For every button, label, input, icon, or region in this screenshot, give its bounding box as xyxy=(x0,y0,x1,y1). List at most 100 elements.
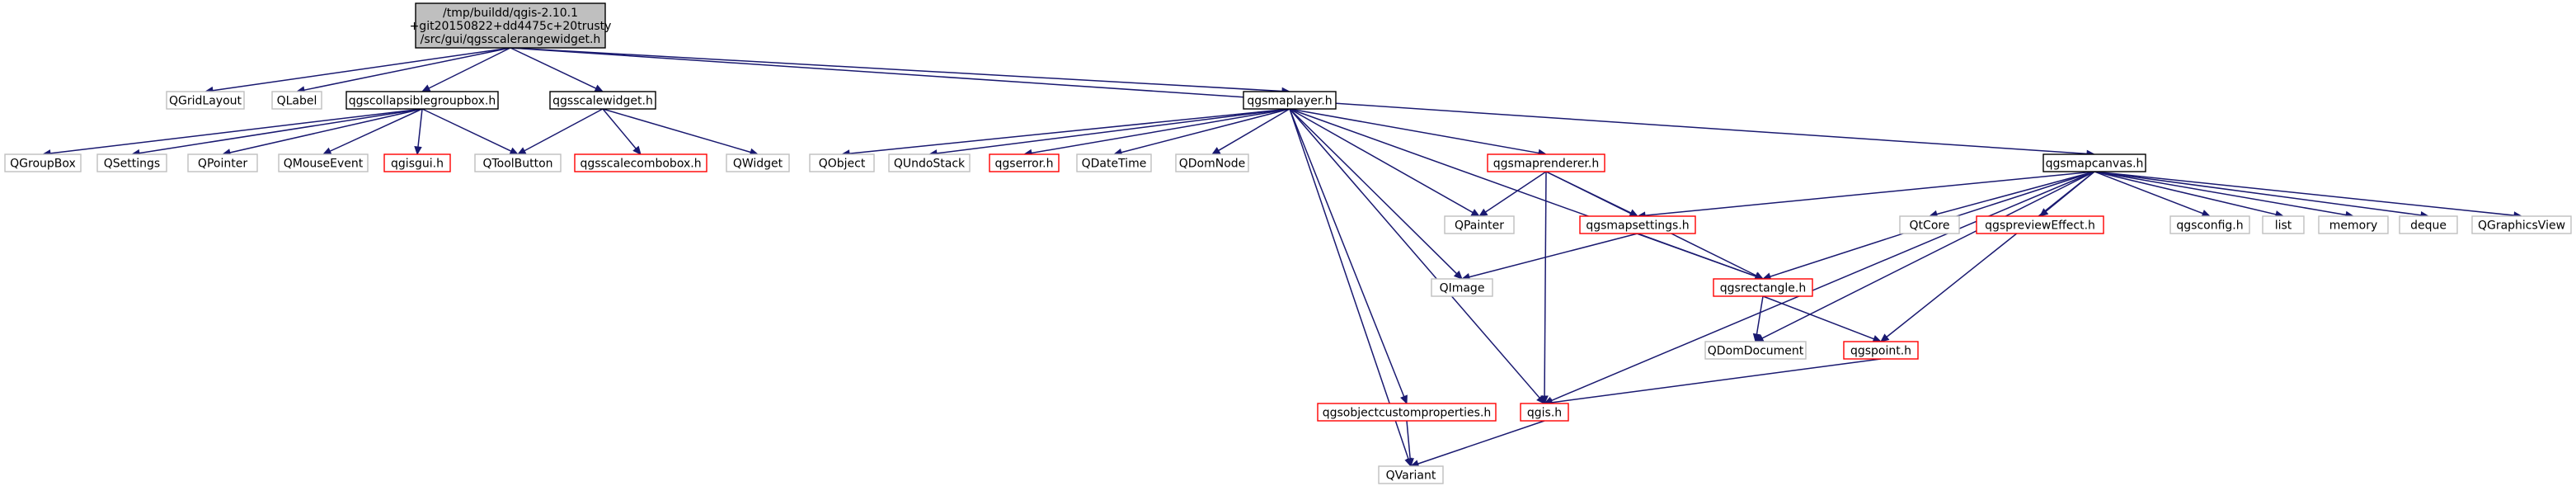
node-label: QVariant xyxy=(1386,469,1436,483)
edge-qgis-to-QVariant xyxy=(1409,420,1545,468)
node-label: QImage xyxy=(1440,282,1485,295)
node-box xyxy=(1076,153,1152,172)
node-label: qgsconfig.h xyxy=(2176,219,2243,233)
node-QPainter: QPainter xyxy=(1444,215,1515,234)
edge-line xyxy=(2094,171,2347,216)
node-QGridLayout: QGridLayout xyxy=(166,91,245,110)
node-box xyxy=(2318,215,2389,234)
node-label: /src/gui/qgsscalerangewidget.h xyxy=(421,33,601,46)
node-QMouseEvent: QMouseEvent xyxy=(278,153,369,172)
edge-qgsmapcanvas-to-qgspreviewEffect xyxy=(2039,171,2095,217)
node-box xyxy=(1243,91,1337,110)
edge-line xyxy=(1289,108,1409,460)
node-label: QGridLayout xyxy=(169,95,242,108)
edge-qgsmapcanvas-to-QtCore xyxy=(1928,171,2095,219)
edge-arrowhead xyxy=(1752,333,1761,343)
edge-line xyxy=(1121,108,1290,153)
edge-line xyxy=(417,108,423,148)
node-QImage: QImage xyxy=(1431,278,1493,297)
node-box xyxy=(1579,215,1696,234)
node-box xyxy=(1431,278,1493,297)
node-qgsmapcanvas[interactable]: qgsmapcanvas.h xyxy=(2042,153,2146,172)
node-box xyxy=(2399,215,2458,234)
node-label: qgspreviewEffect.h xyxy=(1985,219,2095,233)
edge-line xyxy=(2094,171,2203,215)
edge-qgsmaplayer-to-QImage xyxy=(1289,108,1463,280)
edge-qgsmaplayer-to-qgis xyxy=(1289,108,1545,404)
edge-root-to-qgsscalewidget xyxy=(510,47,604,92)
edge-qgsmaprenderer-to-QPainter xyxy=(1478,171,1547,217)
edge-line xyxy=(1761,171,2095,339)
edge-qgsmapcanvas-to-QGraphicsView xyxy=(2094,171,2523,219)
node-list: list xyxy=(2262,215,2305,234)
node-QUndoStack: QUndoStack xyxy=(888,153,971,172)
edge-line xyxy=(1551,171,2095,402)
node-qgsscalecombobox[interactable]: qgsscalecombobox.h xyxy=(574,153,707,172)
edge-qgsmaplayer-to-qgsmaprenderer xyxy=(1289,108,1548,158)
edge-qgsmaplayer-to-QObject xyxy=(840,108,1290,158)
node-QWidget: QWidget xyxy=(726,153,790,172)
node-qgscollapsiblegroupbox[interactable]: qgscollapsiblegroupbox.h xyxy=(346,91,499,110)
edge-qgsobjectcustomproperties-to-QVariant xyxy=(1406,420,1414,468)
node-QToolButton: QToolButton xyxy=(474,153,562,172)
node-box xyxy=(989,153,1060,172)
node-root[interactable]: /tmp/buildd/qgis-2.10.1+git20150822+dd44… xyxy=(410,2,612,49)
edge-qgsscalewidget-to-QWidget xyxy=(602,108,759,156)
edge-line xyxy=(602,108,637,149)
node-box xyxy=(474,153,562,172)
edge-line xyxy=(139,108,423,154)
edge-qgsscalewidget-to-QToolButton xyxy=(516,108,604,155)
edge-line xyxy=(1289,108,1474,214)
node-qgsscalewidget[interactable]: qgsscalewidget.h xyxy=(549,91,656,110)
edge-line xyxy=(1417,420,1545,465)
node-box xyxy=(166,91,245,110)
edge-line xyxy=(1637,233,1756,277)
node-label: +git20150822+dd4475c+20trusty xyxy=(410,20,612,33)
node-QGroupBox: QGroupBox xyxy=(4,153,82,172)
edge-line xyxy=(1289,108,1405,397)
node-qgis[interactable]: qgis.h xyxy=(1520,403,1569,422)
node-box xyxy=(1843,341,1919,360)
node-qgspoint[interactable]: qgspoint.h xyxy=(1843,341,1919,360)
node-label: deque xyxy=(2410,219,2447,233)
node-box xyxy=(346,91,499,110)
edge-line xyxy=(524,108,604,152)
node-box xyxy=(1444,215,1515,234)
edge-line xyxy=(848,108,1290,154)
edge-line xyxy=(1469,233,1638,278)
edge-line xyxy=(212,47,511,92)
edge-line xyxy=(602,108,751,153)
node-QVariant: QVariant xyxy=(1378,465,1444,484)
edge-qgsmapsettings-to-qgsrectangle xyxy=(1637,233,1765,281)
edge-line xyxy=(1644,171,2095,216)
node-box xyxy=(1487,153,1605,172)
node-box xyxy=(415,2,606,49)
edge-line xyxy=(1289,108,1540,399)
node-label: QSettings xyxy=(104,158,160,171)
edge-root-to-qgsmaplayer xyxy=(510,47,1291,96)
node-qgserror[interactable]: qgserror.h xyxy=(989,153,1060,172)
node-qgspreviewEffect[interactable]: qgspreviewEffect.h xyxy=(1976,215,2104,234)
edge-line xyxy=(1756,295,1764,335)
node-box xyxy=(1713,278,1813,297)
node-box xyxy=(1899,215,1960,234)
edge-line xyxy=(1762,295,1874,340)
node-box xyxy=(383,153,451,172)
node-qgsmaprenderer[interactable]: qgsmaprenderer.h xyxy=(1487,153,1605,172)
nodes-layer: /tmp/buildd/qgis-2.10.1+git20150822+dd44… xyxy=(4,2,2572,484)
edge-line xyxy=(229,108,423,153)
node-box xyxy=(1378,465,1444,484)
node-qgsmaplayer[interactable]: qgsmaplayer.h xyxy=(1243,91,1337,110)
edge-line xyxy=(1218,108,1290,152)
node-qgsmapsettings[interactable]: qgsmapsettings.h xyxy=(1579,215,1696,234)
node-label: QToolButton xyxy=(482,158,552,171)
node-qgsrectangle[interactable]: qgsrectangle.h xyxy=(1713,278,1813,297)
node-label: /tmp/buildd/qgis-2.10.1 xyxy=(443,7,578,20)
node-qgisgui[interactable]: qgisgui.h xyxy=(383,153,451,172)
edge-line xyxy=(1289,108,1458,275)
node-qgsobjectcustomproperties[interactable]: qgsobjectcustomproperties.h xyxy=(1317,403,1497,422)
edge-arrowhead xyxy=(1540,395,1549,405)
node-deque: deque xyxy=(2399,215,2458,234)
node-label: memory xyxy=(2329,219,2378,233)
node-memory: memory xyxy=(2318,215,2389,234)
